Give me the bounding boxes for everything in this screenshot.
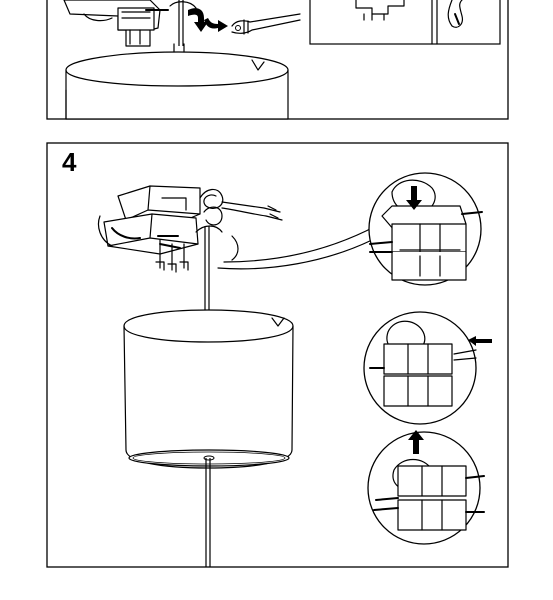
detail-insert	[363, 311, 492, 425]
arrow-down-icon	[188, 8, 208, 33]
inset-detail	[309, 0, 501, 45]
arrow-down-icon	[406, 186, 422, 210]
detail-release	[367, 430, 485, 545]
connector-cluster	[97, 185, 283, 273]
arrow-up-icon	[408, 430, 424, 454]
panel-step-3	[46, 0, 509, 120]
canopy-top	[65, 43, 289, 120]
detail-press	[368, 172, 483, 286]
panel-step-4: 4	[46, 142, 509, 568]
panel-frame	[46, 142, 509, 568]
ceiling-canopy	[123, 309, 294, 469]
step-number: 4	[62, 147, 77, 177]
arrow-left-icon	[468, 336, 492, 346]
switch-block	[63, 0, 169, 47]
arrow-curve-icon	[204, 18, 228, 32]
wire-end	[231, 13, 301, 35]
